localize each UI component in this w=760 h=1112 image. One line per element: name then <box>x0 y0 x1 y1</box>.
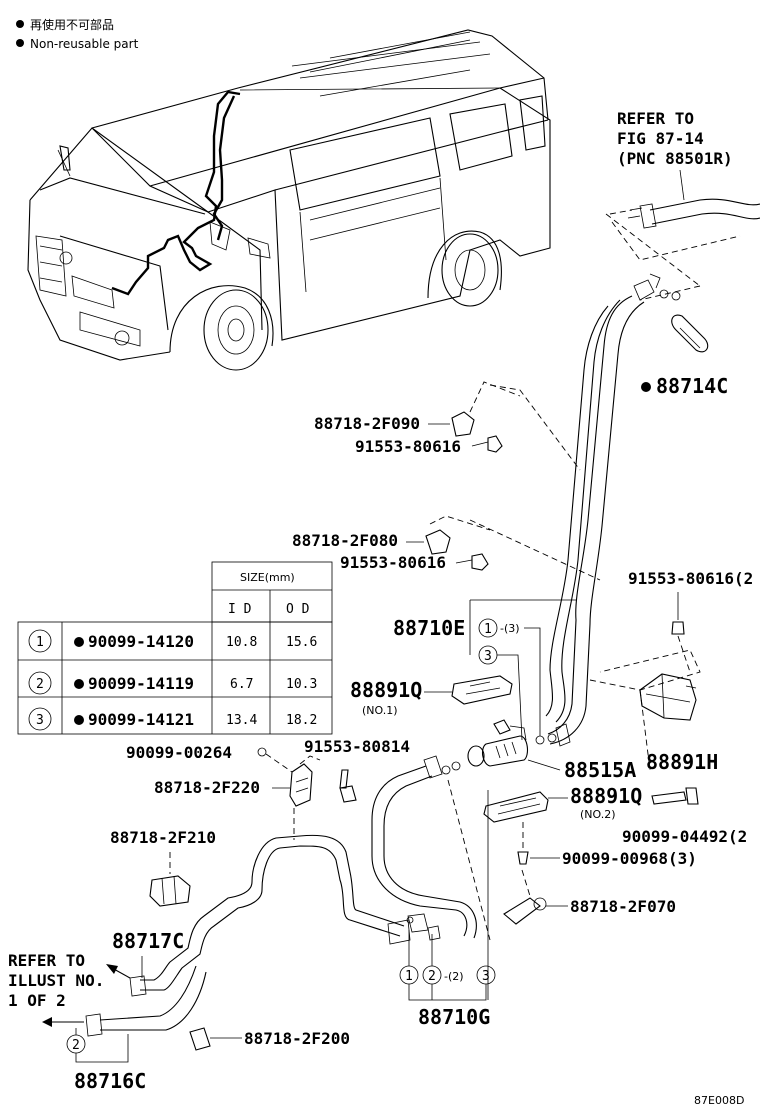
refer-top-line2: FIG 87-14 <box>617 129 704 148</box>
refer-top-line3: (PNC 88501R) <box>617 149 733 168</box>
pipe-88717C-88716C: 88717C 88718-2F200 <box>85 834 411 1051</box>
arrow-head-icon <box>42 1017 52 1027</box>
size-row-part: 90099-14119 <box>88 674 194 693</box>
size-table-row: 2 90099-14119 6.7 10.3 <box>28 671 317 695</box>
label-88515A: 88515A <box>564 758 636 782</box>
part-88718-2F070: 88718-2F070 <box>503 869 676 925</box>
size-row-od: 10.3 <box>286 677 317 692</box>
part-88718-2F090: 88718-2F090 91553-80616 <box>314 411 503 456</box>
label-90099-00968: 90099-00968(3) <box>562 849 697 868</box>
pipe-88710E-assembly <box>429 273 701 771</box>
label-90099-04492: 90099-04492(2 <box>622 827 747 846</box>
part-88710E: 88710E 1 -(3) 3 <box>393 599 576 741</box>
part-88714C: 88714C <box>641 314 728 398</box>
label-88718-2F200: 88718-2F200 <box>244 1029 350 1048</box>
non-reusable-bullet-icon <box>74 679 84 689</box>
pipe-88710G-assembly <box>371 755 491 1000</box>
size-table-row: 1 90099-14120 10.8 15.6 <box>28 629 317 653</box>
size-table-row: 3 90099-14121 13.4 18.2 <box>28 707 317 731</box>
part-90099-00264: 90099-00264 <box>126 743 267 762</box>
size-row-od: 18.2 <box>286 713 317 728</box>
size-table: SIZE(mm) I D O D 1 90099-14120 10.8 15.6… <box>17 561 333 735</box>
part-88891Q-no2: 88891Q (NO.2) <box>483 784 642 823</box>
callout-1-qty: -(3) <box>500 622 520 635</box>
part-90099-04492: 90099-04492(2 <box>622 787 747 846</box>
non-reusable-bullet-icon <box>16 20 24 28</box>
label-88891H: 88891H <box>646 750 718 774</box>
size-row-id: 10.8 <box>226 635 257 650</box>
size-row-num: 3 <box>36 713 44 728</box>
refer-to-fig-87-14: REFER TO FIG 87-14 (PNC 88501R) <box>605 109 760 301</box>
non-reusable-bullet-icon <box>74 637 84 647</box>
label-91553-80616-a: 91553-80616 <box>355 437 461 456</box>
callout-2-num: 2 <box>72 1038 80 1053</box>
legend: 再使用不可部品 Non-reusable part <box>16 17 139 51</box>
part-90099-00968: 90099-00968(3) <box>517 822 697 868</box>
callout-1-num: 1 <box>405 969 413 984</box>
size-table-col-id: I D <box>228 602 252 617</box>
part-88891H: 88891H <box>639 673 718 774</box>
label-88716C: 88716C <box>74 1069 146 1093</box>
callout-3-num: 3 <box>484 649 492 664</box>
refer-left-line3: 1 OF 2 <box>8 991 66 1010</box>
diagram-code: 87E008D <box>694 1094 744 1107</box>
part-88718-2F080: 88718-2F080 91553-80616 <box>292 529 489 572</box>
legend-en: Non-reusable part <box>30 37 139 51</box>
label-88710E: 88710E <box>393 616 465 640</box>
part-88891Q-no1: 88891Q (NO.1) <box>350 675 513 717</box>
label-88710G: 88710G <box>418 1005 490 1029</box>
callout-1-num: 1 <box>484 622 492 637</box>
part-91553-80616-c: 91553-80616(2 <box>628 569 753 673</box>
label-88891Q-2: 88891Q <box>570 784 642 808</box>
callout-3-num: 3 <box>482 969 490 984</box>
callout-2-qty: -(2) <box>444 970 464 983</box>
label-88717C: 88717C <box>112 929 184 953</box>
label-88718-2F090: 88718-2F090 <box>314 414 420 433</box>
arrow-head-icon <box>106 964 118 974</box>
label-91553-80616-b: 91553-80616 <box>340 553 446 572</box>
label-88718-2F220: 88718-2F220 <box>154 778 260 797</box>
refer-to-illust-no-1: REFER TO ILLUST NO. 1 OF 2 <box>8 951 131 1027</box>
part-88718-2F210: 88718-2F210 <box>110 828 216 907</box>
label-91553-80814: 91553-80814 <box>304 737 410 756</box>
part-88515A: 88515A <box>441 719 636 782</box>
label-88891Q-1-sub: (NO.1) <box>362 704 398 717</box>
label-88891Q-1: 88891Q <box>350 678 422 702</box>
size-table-title: SIZE(mm) <box>240 571 295 584</box>
size-row-id: 6.7 <box>230 677 253 692</box>
label-88714C: 88714C <box>656 374 728 398</box>
part-88716C: 2 88716C <box>66 1028 146 1093</box>
size-row-num: 1 <box>36 635 44 650</box>
size-row-part: 90099-14121 <box>88 710 194 729</box>
refer-left-line2: ILLUST NO. <box>8 971 104 990</box>
van-illustration <box>27 29 551 371</box>
label-91553-80616-c: 91553-80616(2 <box>628 569 753 588</box>
size-row-part: 90099-14120 <box>88 632 194 651</box>
size-table-col-od: O D <box>286 602 310 617</box>
non-reusable-bullet-icon <box>16 39 24 47</box>
label-88891Q-2-sub: (NO.2) <box>580 808 616 821</box>
label-88718-2F070: 88718-2F070 <box>570 897 676 916</box>
label-90099-00264: 90099-00264 <box>126 743 232 762</box>
legend-ja: 再使用不可部品 <box>30 17 114 32</box>
non-reusable-bullet-icon <box>641 382 651 392</box>
non-reusable-bullet-icon <box>74 715 84 725</box>
callout-1 <box>478 618 498 638</box>
size-row-id: 13.4 <box>226 713 257 728</box>
size-row-od: 15.6 <box>286 635 317 650</box>
size-row-num: 2 <box>36 677 44 692</box>
part-88718-2F220: 88718-2F220 <box>154 753 321 840</box>
refer-top-line1: REFER TO <box>617 109 694 128</box>
part-91553-80814: 91553-80814 <box>304 737 410 803</box>
refer-left-line1: REFER TO <box>8 951 85 970</box>
label-88718-2F080: 88718-2F080 <box>292 531 398 550</box>
callout-2-num: 2 <box>428 969 436 984</box>
label-88718-2F210: 88718-2F210 <box>110 828 216 847</box>
part-88710G: 1 2 -(2) 3 88710G <box>399 930 496 1029</box>
